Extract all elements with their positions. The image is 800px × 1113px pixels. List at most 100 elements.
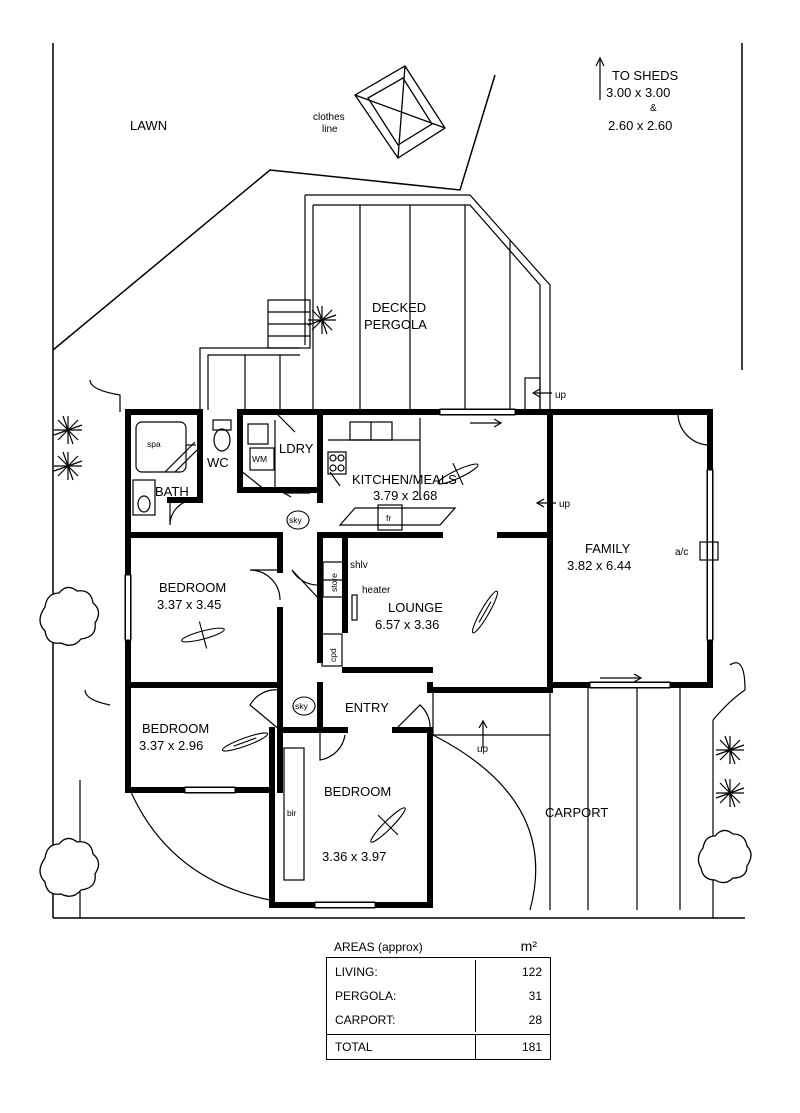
ceiling-fan-icon [221, 732, 269, 752]
ceiling-fan-icon [181, 621, 225, 649]
areas-title: AREAS (approx) [334, 940, 423, 954]
kitchen-label: KITCHEN/MEALS [352, 472, 457, 487]
sheds-label: & [650, 103, 657, 114]
spa-tub [135, 421, 187, 473]
bedroom-dim: 3.37 x 2.96 [139, 738, 203, 753]
entry-label: ENTRY [345, 700, 389, 715]
plant-icon [715, 778, 745, 808]
fridge [377, 504, 403, 531]
table-row: CARPORT: 28 [327, 1008, 550, 1032]
areas-table: AREAS (approx) m² LIVING: 122 PERGOLA: 3… [326, 930, 551, 1060]
area-name: CARPORT: [327, 1008, 476, 1032]
bedroom-label: BEDROOM [324, 784, 391, 799]
bench [338, 507, 457, 526]
cupboard [321, 633, 343, 667]
carport-structure [432, 685, 681, 911]
windows [126, 410, 712, 907]
plant-icon [715, 735, 745, 765]
bedroom-label: BEDROOM [159, 580, 226, 595]
bedroom-dim: 3.36 x 3.97 [322, 849, 386, 864]
vanity [132, 479, 156, 516]
wm-label: WM [252, 454, 267, 464]
ceiling-fan-icon [437, 462, 479, 486]
sheds-label: 3.00 x 3.00 [606, 85, 670, 100]
sheds-label: TO SHEDS [612, 68, 679, 83]
pergola-label: DECKED [372, 300, 426, 315]
skylight-icon [286, 510, 310, 530]
table-row: PERGOLA: 31 [327, 984, 550, 1008]
tree-icons [39, 586, 752, 897]
room-labels: LAWN clothes line TO SHEDS 3.00 x 3.00 &… [130, 68, 688, 864]
arrow-up-icon [478, 719, 488, 748]
bath-label: BATH [155, 484, 189, 499]
bedroom-label: BEDROOM [142, 721, 209, 736]
spa-label: spa [147, 439, 161, 449]
sheds-label: 2.60 x 2.60 [608, 118, 672, 133]
boundary-lines [52, 43, 745, 919]
tree-icon [697, 829, 752, 884]
ceiling-fan-icon [471, 590, 499, 634]
areas-rows: LIVING: 122 PERGOLA: 31 CARPORT: 28 [327, 958, 550, 1034]
toilet [212, 419, 232, 431]
arrows [282, 56, 643, 748]
ceiling-fans [181, 462, 499, 843]
skylight-icon [292, 696, 316, 716]
ac-label: a/c [675, 547, 688, 558]
total-row: TOTAL 181 [327, 1034, 550, 1059]
family-label: FAMILY [585, 541, 631, 556]
areas-box: LIVING: 122 PERGOLA: 31 CARPORT: 28 TOTA… [326, 957, 551, 1060]
ac-unit [699, 541, 719, 561]
up-label: up [559, 499, 571, 510]
fixtures [132, 418, 719, 881]
arrow-right-icon [470, 418, 503, 428]
family-dim: 3.82 x 6.44 [567, 558, 631, 573]
arrow-left-icon [535, 498, 556, 508]
lawn-label: LAWN [130, 118, 167, 133]
fridge-label: fr [386, 513, 391, 523]
blr-label: blr [287, 808, 297, 818]
tree-icon [39, 586, 100, 646]
bedroom-dim: 3.37 x 3.45 [157, 597, 221, 612]
cupboard-label: cpd [328, 648, 338, 662]
pergola-label: PERGOLA [364, 317, 427, 332]
areas-unit: m² [520, 938, 537, 954]
cooktop [327, 451, 347, 475]
area-name: LIVING: [327, 960, 476, 984]
arrow-left-icon [282, 488, 310, 498]
heater [351, 594, 358, 621]
clothes-line-label: line [322, 124, 338, 135]
arrow-right-icon [600, 673, 643, 683]
up-label: up [555, 390, 567, 401]
tree-icon [39, 837, 100, 897]
carport-label: CARPORT [545, 805, 608, 820]
total-name: TOTAL [327, 1035, 476, 1059]
plant-icon [53, 451, 83, 481]
washing-machine [249, 447, 275, 471]
area-value: 31 [528, 989, 542, 1003]
skylight-label: sky [289, 515, 303, 525]
clothes-line-icon [354, 65, 446, 159]
plant-icons [53, 305, 745, 808]
areas-header: AREAS (approx) m² [326, 930, 551, 957]
window-frames [124, 408, 714, 909]
total-value: 181 [521, 1040, 542, 1054]
lounge-dim: 6.57 x 3.36 [375, 617, 439, 632]
area-value: 122 [521, 965, 542, 979]
ceiling-fan-icon [370, 807, 406, 843]
heater-label: heater [362, 585, 391, 596]
plant-icon [53, 415, 83, 445]
doors [169, 411, 711, 761]
skylight-label: sky [295, 701, 309, 711]
area-name: PERGOLA: [327, 984, 476, 1008]
clothes-line-label: clothes [313, 112, 345, 123]
ldry-label: LDRY [279, 441, 314, 456]
plant-icon [307, 305, 337, 335]
decked-pergola [199, 194, 551, 411]
store-label: store [329, 573, 339, 592]
arrow-up-icon [595, 56, 605, 100]
laundry-tub [247, 423, 269, 445]
area-value: 28 [528, 1013, 542, 1027]
lounge-label: LOUNGE [388, 600, 443, 615]
blr-cupboard [283, 747, 305, 881]
